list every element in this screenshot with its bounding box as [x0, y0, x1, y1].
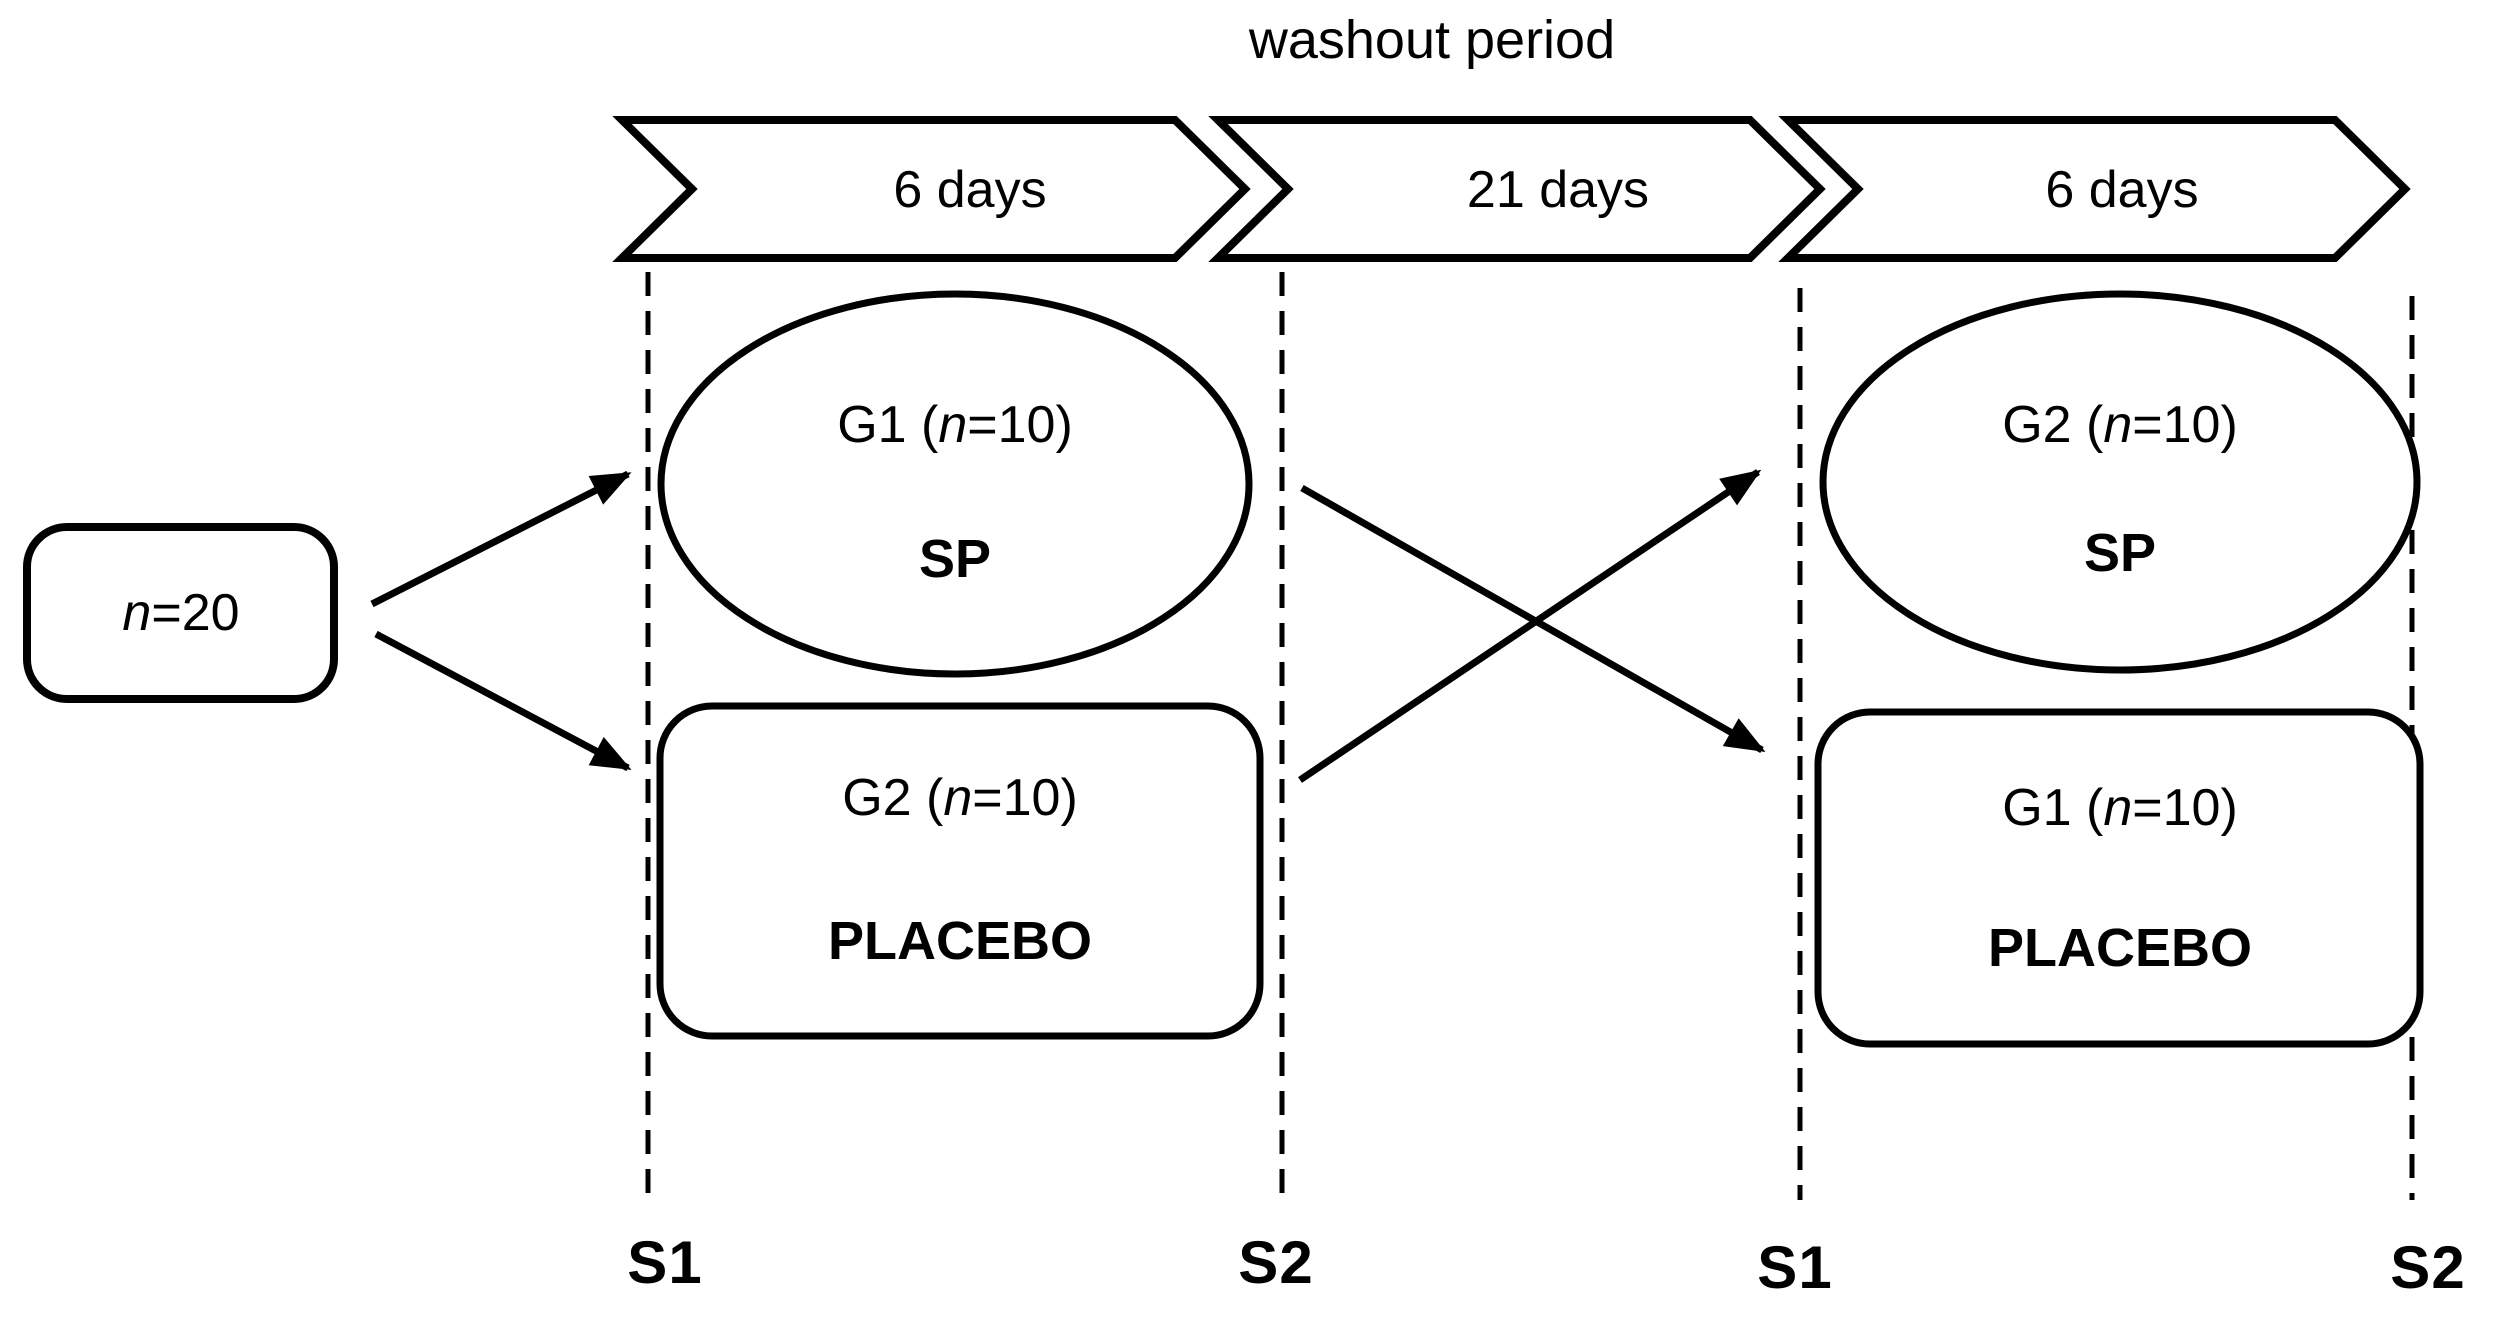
period2-sp-group-label: G2 (n=10) — [2002, 399, 2238, 451]
session-marker-s1-period1: S1 — [627, 1229, 703, 1296]
chevron-phase-1 — [612, 116, 1251, 262]
phase1-duration-label: 6 days — [893, 161, 1047, 219]
session-marker-s2-period2: S2 — [2390, 1234, 2466, 1301]
period2-sp-treatment-label: SP — [2083, 523, 2157, 583]
session-marker-s1-period2: S1 — [1757, 1234, 1833, 1301]
phase2-duration-label: 21 days — [1466, 161, 1650, 219]
population-value: =20 — [151, 584, 240, 642]
group-label-suffix: =10) — [972, 769, 1078, 827]
period2-placebo-group-label: G1 (n=10) — [2002, 782, 2238, 834]
randomization-arrow-to-g2 — [374, 630, 632, 772]
group-label-n-italic: n — [943, 769, 973, 827]
period1-placebo-treatment-label: PLACEBO — [827, 911, 1093, 971]
crossover-arrow-g1-to-placebo — [1300, 484, 1766, 754]
period1-placebo-group-label: G2 (n=10) — [842, 772, 1078, 824]
phase3-duration-label: 6 days — [2045, 161, 2199, 219]
group-label-prefix: G2 ( — [2002, 396, 2104, 454]
placebo-group-box-period2 — [1814, 708, 2424, 1048]
chevron-phase-3 — [1778, 116, 2411, 262]
sp-group-ellipse-period1 — [657, 290, 1253, 678]
group-label-suffix: =10) — [2132, 396, 2238, 454]
washout-period-title: washout period — [1248, 10, 1616, 70]
chevron-phase-2 — [1208, 116, 1826, 262]
period1-sp-treatment-label: SP — [918, 529, 992, 589]
group-label-prefix: G1 ( — [2002, 779, 2104, 837]
population-n-italic: n — [122, 584, 152, 642]
sp-group-ellipse-period2 — [1819, 290, 2421, 674]
group-label-suffix: =10) — [2132, 779, 2238, 837]
group-label-n-italic: n — [2103, 779, 2133, 837]
session-marker-s2-period1: S2 — [1238, 1229, 1314, 1296]
randomization-arrow-to-g1 — [370, 470, 632, 608]
group-label-prefix: G1 ( — [837, 396, 939, 454]
period2-placebo-treatment-label: PLACEBO — [1987, 918, 2253, 978]
placebo-group-box-period1 — [656, 702, 1264, 1040]
group-label-n-italic: n — [2103, 396, 2133, 454]
period1-sp-group-label: G1 (n=10) — [837, 399, 1073, 451]
population-box — [23, 523, 338, 703]
group-label-n-italic: n — [938, 396, 968, 454]
population-label: n=20 — [122, 587, 239, 639]
group-label-prefix: G2 ( — [842, 769, 944, 827]
group-label-suffix: =10) — [967, 396, 1073, 454]
crossover-arrow-g2-to-sp — [1298, 469, 1762, 783]
